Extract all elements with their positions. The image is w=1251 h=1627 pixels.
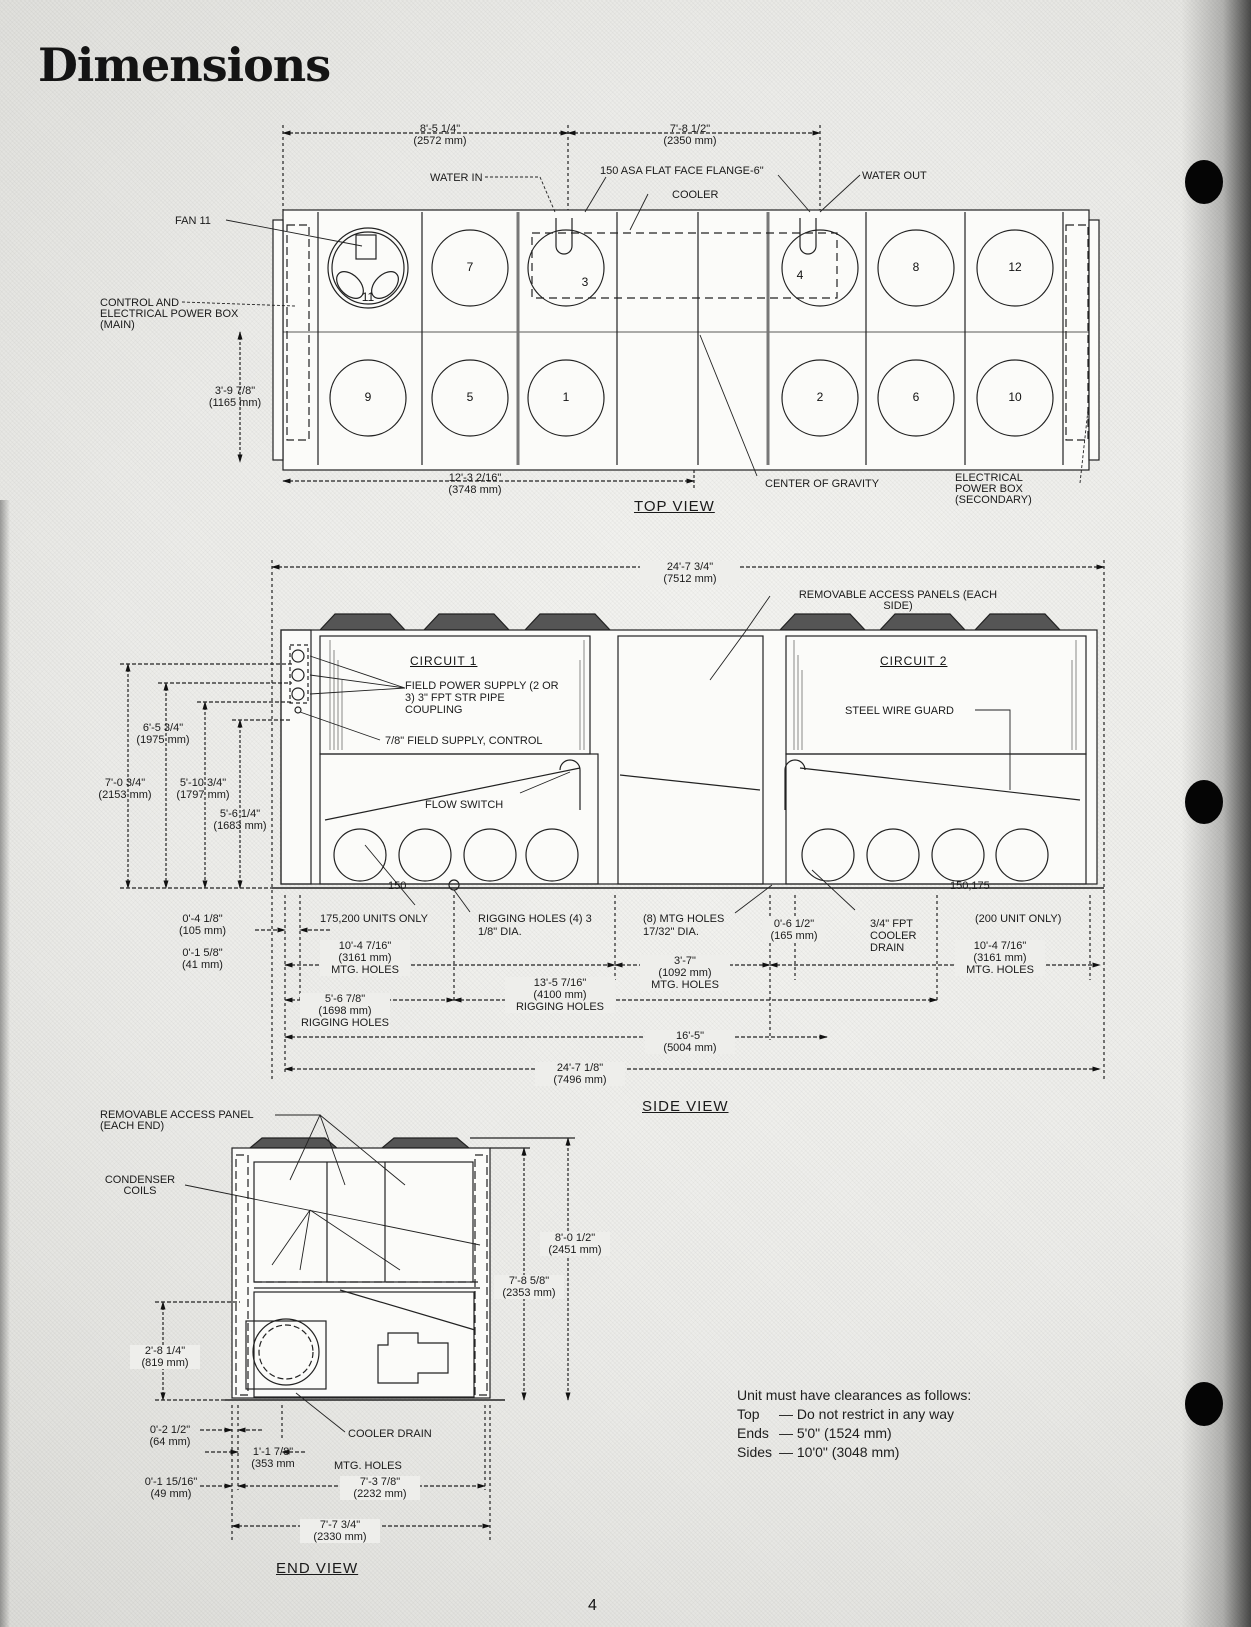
fan-number: 4 <box>796 268 804 282</box>
dim-right-span: 7'-8 1/2" (2350 mm) <box>663 123 717 147</box>
fan-number: 5 <box>466 390 474 404</box>
dim-offset-49: 0'-1 15/16" (49 mm) <box>144 1476 198 1500</box>
clearance-row-top: Top — Do not restrict in any way <box>737 1406 955 1422</box>
dim-mtg-left: 10'-4 7/16" (3161 mm) MTG. HOLES <box>320 940 410 976</box>
fan-number: 7 <box>466 260 474 274</box>
end-view-title: END VIEW <box>276 1560 359 1577</box>
top-view-title: TOP VIEW <box>634 498 715 515</box>
dim-offset-41: 0'-1 5/8" (41 mm) <box>182 947 223 971</box>
label-access-panel-end: REMOVABLE ACCESS PANEL (EACH END) <box>100 1109 254 1132</box>
dim-height-1797: 5'-10 3/4" (1797 mm) <box>176 777 230 801</box>
label-compressor-150: 150 <box>388 880 407 892</box>
clearance-row-sides: Sides — 10'0" (3048 mm) <box>737 1444 900 1460</box>
fan-number: 2 <box>816 390 824 404</box>
dim-rig-mid: 13'-5 7/16" (4100 mm) RIGGING HOLES <box>505 977 615 1013</box>
dim-cog: 12'-3 2/16" (3748 mm) <box>448 472 502 496</box>
label-center-of-gravity: CENTER OF GRAVITY <box>765 478 880 490</box>
fan-number: 3 <box>581 275 589 289</box>
dim-drain-offset: 1'-1 7/8" (353 mm <box>251 1446 295 1470</box>
label-fan-11: FAN 11 <box>175 215 211 227</box>
dim-height-1683: 5'-6 1/4" (1683 mm) <box>213 808 267 832</box>
dim-offset-105: 0'-4 1/8" (105 mm) <box>178 913 227 937</box>
label-field-supply-control: 7/8" FIELD SUPPLY, CONTROL <box>385 735 543 747</box>
label-175-200-units: 175,200 UNITS ONLY <box>320 913 429 925</box>
fan-number: 11 <box>361 290 375 304</box>
label-field-power-supply: FIELD POWER SUPPLY (2 OR 3) 3" FPT STR P… <box>405 680 559 716</box>
label-mtg-holes-end: MTG. HOLES <box>334 1460 402 1472</box>
dim-mtg-width: 7'-3 7/8" (2232 mm) <box>340 1476 420 1500</box>
label-flow-switch: FLOW SWITCH <box>425 799 504 811</box>
binder-hole-icon <box>1185 1382 1223 1426</box>
label-cooler-drain-end: COOLER DRAIN <box>348 1428 432 1440</box>
dim-overall-height: 8'-0 1/2" (2451 mm) <box>540 1232 610 1256</box>
clearance-row-ends: Ends — 5'0" (1524 mm) <box>737 1425 892 1441</box>
label-secondary-box: ELECTRICAL POWER BOX (SECONDARY) <box>955 472 1032 506</box>
dim-overall-top: 24'-7 3/4" (7512 mm) <box>640 561 740 585</box>
fan-number: 10 <box>1008 390 1022 404</box>
dim-body-height: 7'-8 5/8" (2353 mm) <box>494 1275 564 1299</box>
clearance-notes: Unit must have clearances as follows: To… <box>737 1386 971 1462</box>
label-circuit-2: CIRCUIT 2 <box>880 654 948 668</box>
dim-mtg-right: 10'-4 7/16" (3161 mm) MTG. HOLES <box>955 940 1045 976</box>
label-cooler-drain: 3/4" FPT COOLER DRAIN <box>870 918 917 954</box>
label-rigging-holes: RIGGING HOLES (4) 3 1/8" DIA. <box>478 913 592 938</box>
label-water-in: WATER IN <box>430 172 483 184</box>
label-steel-wire-guard: STEEL WIRE GUARD <box>845 705 954 717</box>
label-access-panels: REMOVABLE ACCESS PANELS (EACH SIDE) <box>798 589 998 612</box>
fan-number: 8 <box>912 260 920 274</box>
dim-mtg-mid: 3'-7" (1092 mm) MTG. HOLES <box>640 955 730 991</box>
label-compressor-150-175: 150,175 <box>950 880 990 892</box>
dim-left-span: 8'-5 1/4" (2572 mm) <box>413 123 467 147</box>
label-condenser-coils: CONDENSER COILS <box>104 1174 176 1197</box>
dim-height-2153: 7'-0 3/4" (2153 mm) <box>98 777 152 801</box>
label-control-box: CONTROL AND ELECTRICAL POWER BOX (MAIN) <box>100 297 239 331</box>
clearance-heading: Unit must have clearances as follows: <box>737 1387 972 1403</box>
binder-hole-icon <box>1185 780 1223 824</box>
label-water-out: WATER OUT <box>862 170 927 182</box>
label-cooler: COOLER <box>672 189 719 201</box>
dim-cooler-center: 2'-8 1/4" (819 mm) <box>130 1345 200 1369</box>
page-shadow-left <box>0 500 10 1627</box>
dim-offset-64: 0'-2 1/2" (64 mm) <box>149 1424 191 1448</box>
page-number: 4 <box>588 1597 597 1614</box>
dim-depth: 3'-9 7/8" (1165 mm) <box>208 385 262 409</box>
dim-rig-left: 5'-6 7/8" (1698 mm) RIGGING HOLES <box>300 993 390 1029</box>
fan-number: 6 <box>912 390 920 404</box>
dim-cog-length: 16'-5" (5004 mm) <box>645 1030 735 1054</box>
dim-height-1975: 6'-5 3/4" (1975 mm) <box>136 722 190 746</box>
fan-number: 1 <box>562 390 570 404</box>
label-200-unit-only: (200 UNIT ONLY) <box>975 913 1062 925</box>
label-circuit-1: CIRCUIT 1 <box>410 654 478 668</box>
fan-number: 12 <box>1008 260 1022 274</box>
binder-hole-icon <box>1185 160 1223 204</box>
dim-overall-width: 7'-7 3/4" (2330 mm) <box>300 1519 380 1543</box>
dim-drain-height: 0'-6 1/2" (165 mm) <box>763 918 825 942</box>
dim-overall-bottom: 24'-7 1/8" (7496 mm) <box>535 1062 625 1086</box>
fan-number: 9 <box>364 390 372 404</box>
page-title: Dimensions <box>38 38 331 92</box>
side-view-title: SIDE VIEW <box>642 1098 729 1115</box>
label-mtg-holes-8: (8) MTG HOLES 17/32" DIA. <box>643 913 725 938</box>
label-flange: 150 ASA FLAT FACE FLANGE-6" <box>600 165 764 177</box>
